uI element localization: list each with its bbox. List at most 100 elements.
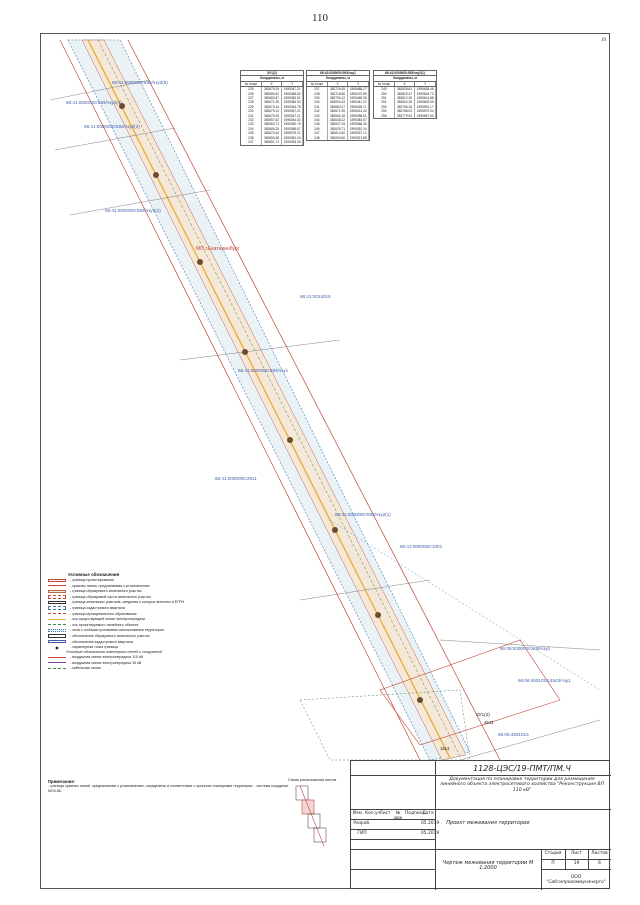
- table-cell: 1595591.17: [415, 104, 437, 110]
- legend-swatch: [48, 600, 66, 605]
- tower-marker: [119, 103, 125, 109]
- table-cell: 382663.71: [262, 122, 283, 127]
- col-header: X: [395, 81, 416, 87]
- table-cell: 382706.12: [328, 96, 349, 101]
- cad-label: 66:41:0000000:593/чзу2(1): [335, 512, 391, 517]
- red-line-proposal: [97, 39, 461, 757]
- table-cell: 382660.18: [328, 113, 349, 119]
- table-cell: 382694.33: [328, 100, 349, 105]
- table-cell: 382603.66: [328, 135, 349, 141]
- cad-label: 1513: [440, 746, 450, 751]
- col-header: № док: [393, 811, 403, 821]
- col-header: Y: [348, 81, 370, 87]
- table-cell: 1595614.88: [415, 96, 437, 101]
- table-cell: 382648.22: [328, 118, 349, 123]
- legend-title: Условные обозначения: [68, 572, 120, 577]
- table-cell: 382671.95: [328, 109, 349, 114]
- drawing-title: Чертеж межевания территории М 1:2000: [442, 860, 534, 871]
- table-cell: 239: [307, 96, 328, 101]
- legend-swatch: [48, 578, 66, 582]
- role-label: ГИП: [357, 831, 367, 836]
- table-cell: 1595352.34: [348, 126, 370, 132]
- legend-item: - граница земельных участков, сведения о…: [48, 600, 348, 606]
- cad-label: 66:41:0000000:593/чзу2(5): [112, 80, 168, 85]
- tower-marker: [197, 259, 203, 265]
- col-header: X: [328, 81, 349, 87]
- table-cell: 382796.18: [395, 104, 416, 110]
- stage-value: П: [551, 861, 555, 866]
- legend-swatch: [48, 624, 66, 626]
- col-header: Дата: [422, 811, 434, 816]
- table-cell: 1595638.46: [415, 87, 437, 92]
- table-cell: 382670.44: [262, 131, 283, 136]
- boundary-line-left: [59, 39, 441, 801]
- municipality-label: МО г.Екатеринбург: [196, 246, 240, 252]
- boundary-line-right: [127, 39, 501, 761]
- legend-swatch: [48, 628, 66, 633]
- col-header: Подпись: [405, 811, 425, 816]
- table-cell: 382828.61: [395, 87, 416, 92]
- table-cell: 238: [307, 91, 328, 97]
- table-cell: 250: [374, 91, 395, 97]
- legend-label: - граница образуемой части земельного уч…: [70, 594, 151, 599]
- table-cell: 382729.45: [328, 87, 349, 92]
- company-name: ООО "Сибгипрокоммунэнерго": [546, 875, 606, 885]
- col-header: Y: [415, 81, 437, 87]
- col-header: X: [262, 81, 283, 87]
- table-cell: 234: [241, 126, 262, 132]
- tower-marker: [287, 437, 293, 443]
- table-cell: 1595354.76: [282, 104, 304, 110]
- table-cell: 382673.44: [262, 104, 283, 110]
- table-cell: 382657.62: [262, 118, 283, 123]
- col-header: Кол.уч: [365, 811, 381, 816]
- table-cell: 382651.73: [262, 140, 283, 145]
- zone-line: [329, 519, 601, 691]
- col-header: Y: [282, 81, 304, 87]
- table-cell: 249: [374, 87, 395, 92]
- table-cell: 1595366.82: [282, 91, 304, 97]
- power-line-axis: [87, 39, 451, 759]
- table-cell: 226: [241, 91, 262, 97]
- legend-label: - граница муниципального образования: [70, 611, 137, 616]
- table-cell: 252: [374, 100, 395, 105]
- legend-item: - воздушная линия электропередачи 110 кВ: [48, 655, 348, 661]
- table-cell: 1595321.88: [348, 135, 370, 141]
- schema-drawing: [295, 785, 327, 847]
- table-cell: 253: [374, 104, 395, 110]
- segment-divider: [49, 79, 151, 101]
- cad-label: 66:41:2014015: [300, 294, 331, 299]
- table-cell: 382675.25: [262, 87, 283, 92]
- table-cell: 237: [241, 140, 262, 145]
- segment-divider: [179, 339, 341, 361]
- legend-label: - обозначение кадастрового квартала: [70, 639, 133, 644]
- table-cell: 1595455.38: [348, 96, 370, 101]
- table-cell: 1595383.57: [348, 118, 370, 123]
- legend-item: - кабельная линия: [48, 666, 348, 672]
- cad-label: 66:41:0000000:593/чзу2(3): [84, 124, 140, 129]
- table-title: 66:41:0000000:593/чзу1: [307, 71, 369, 77]
- table-cell: 247: [307, 131, 328, 136]
- legend-label: - воздушная линия электропередачи 110 кВ: [70, 655, 143, 660]
- table-cell: 382804.26: [395, 100, 416, 105]
- segment-divider: [54, 127, 176, 151]
- project-title: Документация по планировке территории дл…: [440, 777, 604, 793]
- table-cell: 1595470.59: [348, 91, 370, 97]
- legend-swatch: [48, 585, 66, 587]
- legend-item: - обозначение образуемого земельного уча…: [48, 633, 348, 639]
- table-cell: 1595441.22: [348, 100, 370, 105]
- table-cell: 1595382.51: [282, 96, 304, 101]
- table-title: ЗУ1(2): [241, 71, 303, 77]
- table-cell: 243: [307, 113, 328, 119]
- cad-label: 66:41:0000000:593/чзу2(2): [105, 208, 161, 213]
